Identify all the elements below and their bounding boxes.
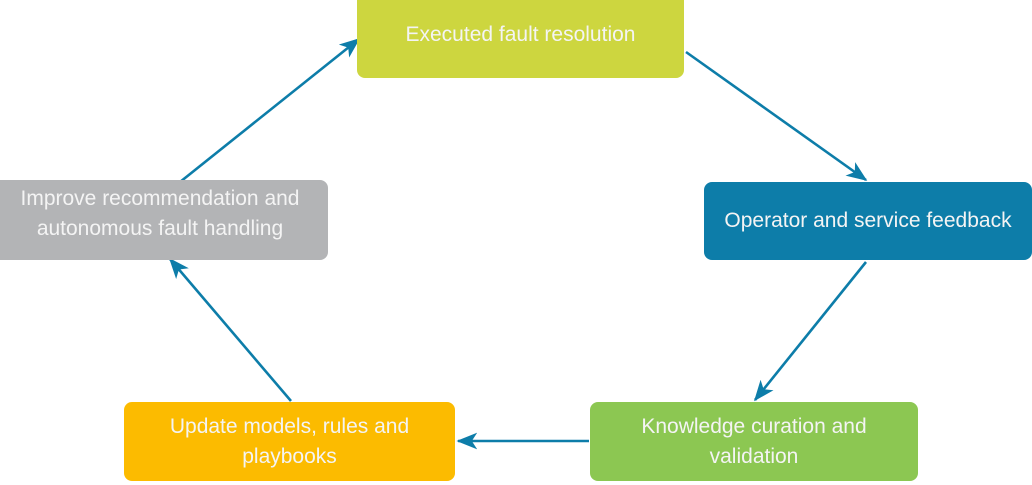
node-executed-fault-resolution[interactable]: Executed fault resolution [357,0,684,78]
edge-executed-operator [685,50,868,182]
node-update-models-rules-and-playbooks[interactable]: Update models, rules and playbooks [124,402,455,481]
node-label: Update models, rules and playbooks [169,414,410,468]
node-label: Knowledge curation and validation [641,414,867,468]
edge-operator-knowledge [753,261,868,402]
node-operator-and-service-feedback[interactable]: Operator and service feedback [704,182,1032,260]
node-label: Improve recommendation and autonomous fa… [20,187,300,240]
node-improve-recommendation-and-autonomous-fault-handling[interactable]: Improve recommendation and autonomous fa… [0,180,328,260]
node-label: Operator and service feedback [724,209,1012,232]
edge-update-improve [168,257,292,402]
node-knowledge-curation-and-validation[interactable]: Knowledge curation and validation [590,402,918,481]
node-label: Executed fault resolution [405,23,636,46]
edge-improve-executed [169,37,361,192]
